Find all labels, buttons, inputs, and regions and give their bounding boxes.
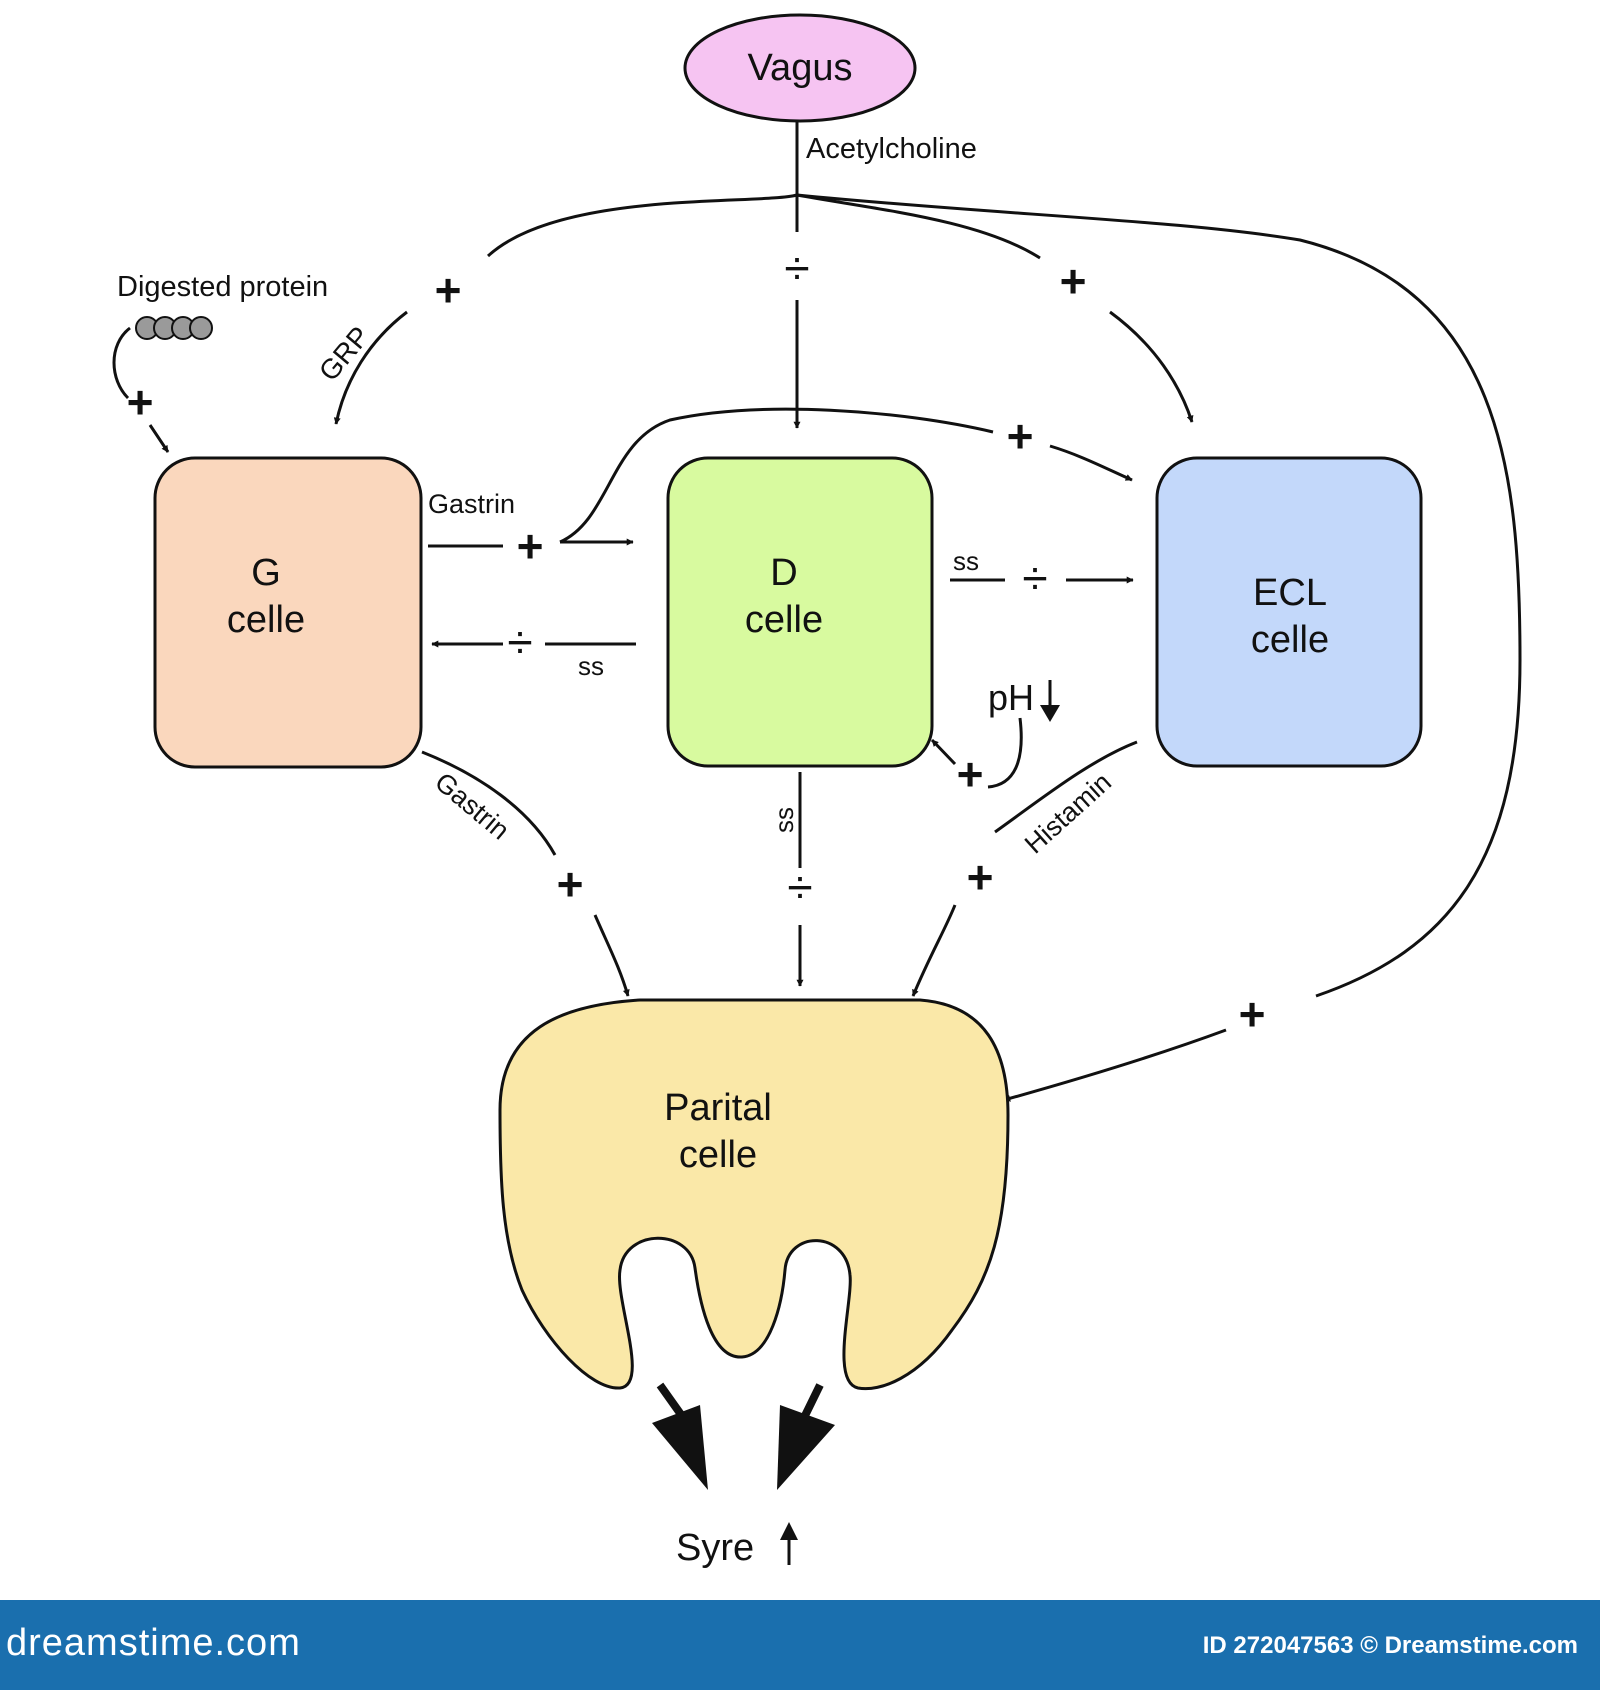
vagus-to-parietal-loop xyxy=(796,193,1522,998)
gastrin-to-ecl-curve xyxy=(559,407,994,544)
protein-to-g-line xyxy=(112,326,131,400)
g-cell-label-line1: G xyxy=(251,552,281,594)
digested-protein-label: Digested protein xyxy=(117,271,328,303)
vagus-label: Vagus xyxy=(748,47,853,89)
minus-sign-ss-to-parietal: ÷ xyxy=(787,861,812,913)
vagus-node xyxy=(683,13,917,123)
vagus-to-ecl-arrow xyxy=(1109,310,1194,423)
ph-label: pH xyxy=(988,677,1034,718)
d-cell-label-line1: D xyxy=(770,552,797,594)
ph-feedback-line xyxy=(987,717,1023,789)
histamin-ecl-to-parietal-curve xyxy=(994,740,1138,834)
gastrin-g-to-parietal-arrow xyxy=(593,914,630,997)
acid-increase-indicator: Syre xyxy=(676,1522,798,1569)
ss-d-to-ecl-label: ss xyxy=(953,546,979,576)
acetylcholine-label: Acetylcholine xyxy=(806,133,977,165)
plus-sign-gastrin-to-d: + xyxy=(517,520,544,572)
histamin-ecl-to-parietal-arrow xyxy=(911,904,957,997)
minus-sign-ss-to-ecl: ÷ xyxy=(1022,552,1047,604)
ecl-cell-label-line1: ECL xyxy=(1253,572,1327,614)
vagus-to-g-line xyxy=(486,193,798,258)
ecl-cell xyxy=(1155,456,1423,768)
digested-protein-beads xyxy=(135,316,213,340)
grp-to-g-arrow xyxy=(333,310,408,425)
gastrin-to-ecl-arrow xyxy=(1049,444,1133,482)
gastrin-bottom-label: Gastrin xyxy=(429,767,515,846)
syre-label: Syre xyxy=(676,1527,754,1569)
acid-output-arrowhead-left xyxy=(652,1405,708,1490)
d-cell-label-line2: celle xyxy=(745,599,823,641)
plus-sign-ph-to-d: + xyxy=(957,748,984,800)
vagus-to-parietal-arrow xyxy=(1003,1028,1227,1102)
parietal-cell-label-line2: celle xyxy=(679,1134,757,1176)
plus-sign-gastrin-to-ecl: + xyxy=(1007,410,1034,462)
plus-sign-protein-to-g: + xyxy=(127,376,154,428)
vagus-to-ecl-line xyxy=(796,193,1041,260)
gastrin-top-label: Gastrin xyxy=(428,489,515,519)
ph-decrease-indicator: pH xyxy=(988,677,1060,722)
plus-sign-vagus-to-parietal: + xyxy=(1239,988,1266,1040)
acid-output-arrowhead-right xyxy=(777,1405,835,1490)
gastrin-g-to-parietal-curve xyxy=(421,750,557,856)
regulation-signs: + ÷ + + + + ÷ ÷ + + ÷ + + xyxy=(127,242,1266,1040)
syre-up-arrowhead-icon xyxy=(780,1522,798,1540)
ss-d-to-parietal-label: ss xyxy=(769,807,799,833)
ph-down-arrowhead-icon xyxy=(1040,705,1060,722)
d-cell xyxy=(666,456,934,768)
footer-site-logo[interactable]: dreamstime.com xyxy=(6,1622,301,1664)
minus-sign-ss-to-g: ÷ xyxy=(507,616,532,668)
parietal-cell-label-line1: Parital xyxy=(664,1087,772,1129)
footer-image-id: ID 272047563 © Dreamstime.com xyxy=(1202,1632,1578,1659)
plus-sign-vagus-to-g: + xyxy=(435,264,462,316)
minus-sign-vagus-to-d: ÷ xyxy=(784,242,809,294)
protein-to-g-arrow xyxy=(148,424,170,453)
ss-d-to-g-label: ss xyxy=(578,651,604,681)
g-cell xyxy=(153,456,423,769)
ph-feedback-arrow xyxy=(930,738,957,766)
footer-bar: dreamstime.com ID 272047563 © Dreamstime… xyxy=(0,1600,1600,1690)
gastric-acid-regulation-diagram: Vagus G celle D celle ECL celle Parital … xyxy=(112,13,1522,1569)
ecl-cell-label-line2: celle xyxy=(1251,619,1329,661)
connectors xyxy=(112,120,1522,1102)
acid-output-arrows xyxy=(652,1382,835,1490)
plus-sign-vagus-to-ecl: + xyxy=(1060,255,1087,307)
g-cell-label-line2: celle xyxy=(227,599,305,641)
plus-sign-histamin-to-parietal: + xyxy=(967,851,994,903)
plus-sign-gastrin-to-parietal: + xyxy=(557,858,584,910)
parietal-cell xyxy=(498,998,1010,1391)
